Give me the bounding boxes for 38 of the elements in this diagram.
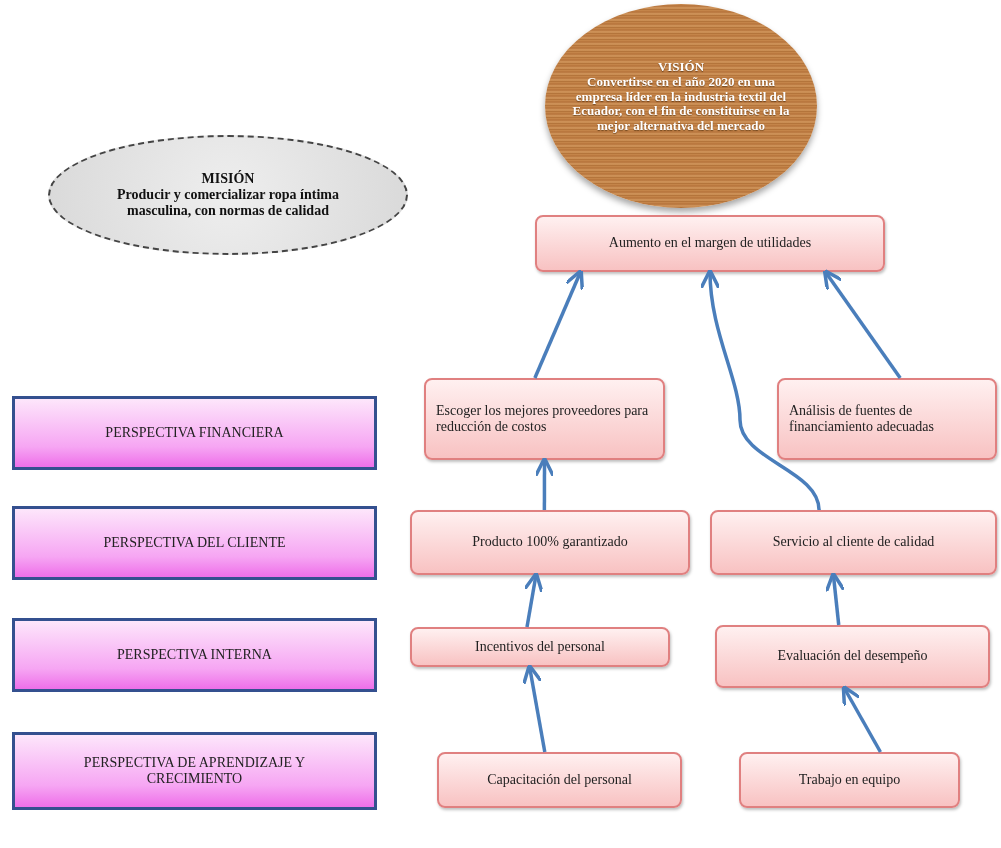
objective-box: [535, 215, 885, 272]
node-text: PERSPECTIVA DEL CLIENTE: [103, 534, 286, 552]
arrow: [522, 571, 544, 628]
objective-box: [424, 378, 665, 460]
arrow: [533, 268, 585, 379]
node-text: Incentivos del personal: [475, 638, 605, 656]
node-text: Evaluación del desempeño: [777, 648, 928, 665]
node-text: PERSPECTIVA DE APRENDIZAJE Y CRECIMIENTO: [82, 754, 307, 788]
objective-box: [437, 752, 682, 808]
node-text: Producto 100% garantizado: [472, 534, 628, 551]
perspective-box: [12, 732, 377, 810]
arrow: [822, 268, 902, 379]
heading: MISIÓN: [201, 170, 255, 187]
objective-box: [739, 752, 960, 808]
objective-box: [710, 510, 997, 575]
heading: VISIÓN: [657, 59, 705, 75]
node-text: Servicio al cliente de calidad: [772, 534, 935, 551]
node-text: PERSPECTIVA FINANCIERA: [105, 424, 284, 442]
perspective-box: [12, 506, 377, 580]
node-text: PERSPECTIVA INTERNA: [117, 646, 272, 664]
node-text: Capacitación del personal: [487, 771, 632, 789]
node-text: Convertirse en el año 2020 en una empresa líder en la industria textil del Ecuador, con el fin de constituirse en la mejor alternativa del mercado: [571, 74, 791, 135]
arrow: [522, 663, 547, 753]
arrow: [841, 684, 882, 753]
arrow: [824, 571, 846, 626]
node-text: Escoger los mejores proveedores para reducción de costos: [436, 402, 650, 436]
objective-box: [410, 627, 670, 667]
node-text: Aumento en el margen de utilidades: [608, 235, 812, 252]
node-text: Trabajo en equipo: [798, 771, 901, 789]
perspective-box: [12, 618, 377, 692]
node-text: Análisis de fuentes de financiamiento adecuadas: [789, 402, 935, 436]
objective-box: [410, 510, 690, 575]
arrow: [533, 456, 555, 510]
arrow: [700, 268, 821, 511]
perspective-box: [12, 396, 377, 470]
node-text: Producir y comercializar ropa íntima masculina, con normas de calidad: [116, 186, 340, 220]
objective-box: [715, 625, 990, 688]
objective-box: [777, 378, 997, 460]
